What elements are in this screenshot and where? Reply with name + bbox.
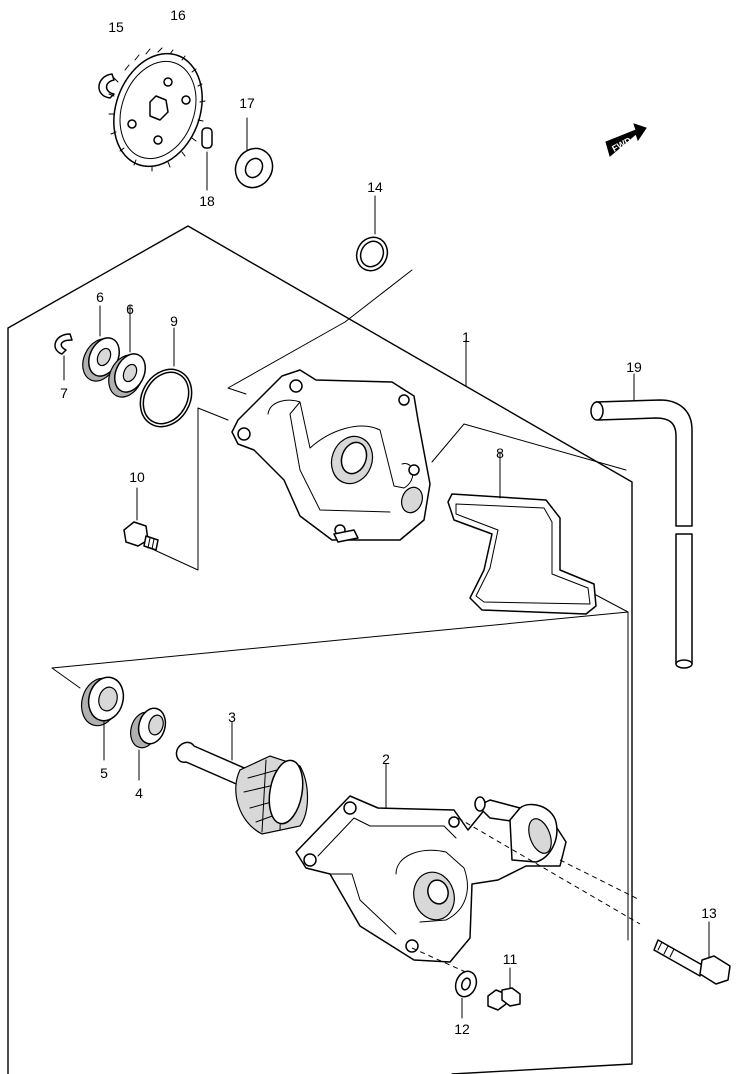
gear-part-16	[108, 47, 206, 172]
e-clip-part-7	[54, 333, 73, 381]
callout-14: 14	[367, 179, 383, 195]
bolt-part-10	[123, 487, 159, 551]
o-ring-part-14	[355, 195, 389, 272]
callout-6b: 6	[126, 301, 134, 317]
bolt-part-11	[487, 967, 521, 1011]
callout-1: 1	[462, 329, 470, 345]
callout-15: 15	[108, 19, 124, 35]
callout-4: 4	[135, 785, 143, 801]
callout-18: 18	[199, 193, 215, 209]
callout-7: 7	[60, 385, 68, 401]
bearing-part-6b	[108, 305, 146, 398]
callout-5: 5	[100, 765, 108, 781]
pump-body-part-2	[295, 763, 567, 963]
impeller-shaft-part-3	[175, 721, 309, 835]
callout-9: 9	[170, 313, 178, 329]
fwd-arrow-icon: FWD	[605, 123, 647, 157]
upper-bracket-lines	[149, 269, 627, 571]
assembly-outline-1	[7, 225, 633, 1074]
bolt-part-13	[653, 921, 731, 985]
callout-19: 19	[626, 359, 642, 375]
callout-6a: 6	[96, 289, 104, 305]
callout-2: 2	[382, 751, 390, 767]
o-ring-part-9	[139, 327, 193, 428]
callout-3: 3	[228, 709, 236, 725]
gasket-part-8	[447, 451, 597, 615]
washer-part-17	[234, 117, 274, 189]
callout-16: 16	[170, 7, 186, 23]
callout-13: 13	[701, 905, 717, 921]
alignment-dashed-lines	[411, 817, 641, 975]
callout-11: 11	[503, 951, 518, 967]
callout-17: 17	[239, 95, 255, 111]
mechanical-seal-part-4	[130, 707, 167, 781]
callout-8: 8	[496, 445, 504, 461]
pin-part-18	[201, 127, 213, 191]
pump-cover-part-1	[231, 339, 467, 543]
oil-seal-part-5	[80, 676, 125, 761]
washer-part-12	[454, 970, 478, 1019]
bearing-part-6a	[82, 305, 120, 382]
hose-part-19	[590, 373, 693, 669]
callout-10: 10	[129, 469, 145, 485]
callout-12: 12	[454, 1021, 470, 1037]
circlip-part-15	[98, 73, 115, 99]
